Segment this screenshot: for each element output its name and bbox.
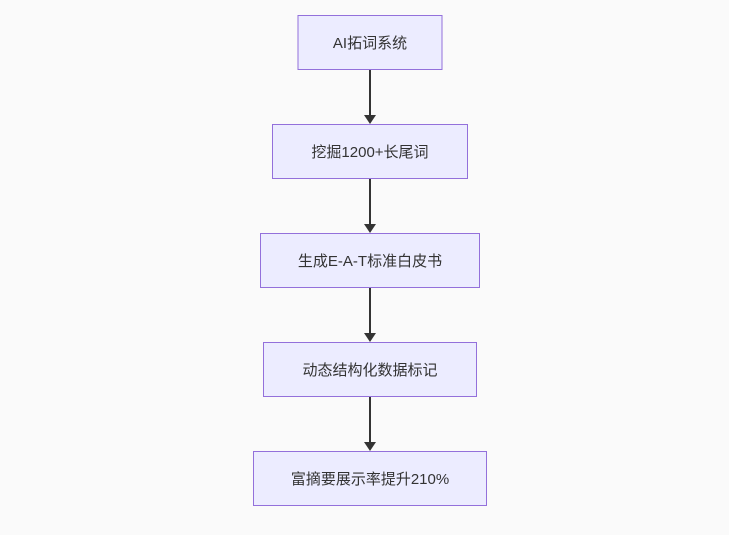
arrow-down-icon [364,115,376,124]
flow-arrow-1 [363,70,377,124]
node-longtail-keyword-mining: 挖掘1200+长尾词 [272,124,468,179]
node-rich-snippet-uplift: 富摘要展示率提升210% [253,451,487,506]
arrow-down-icon [364,442,376,451]
node-eat-whitepaper: 生成E-A-T标准白皮书 [260,233,480,288]
node-label: 动态结构化数据标记 [302,362,438,379]
edge-line [369,70,371,116]
edge-line [369,179,371,225]
flow-arrow-2 [363,179,377,233]
node-label: 富摘要展示率提升210% [290,471,450,488]
arrow-down-icon [364,224,376,233]
node-label: 挖掘1200+长尾词 [311,144,429,161]
flow-arrow-4 [363,397,377,451]
node-label: AI拓词系统 [332,35,408,52]
node-ai-keyword-system: AI拓词系统 [297,15,443,70]
flow-arrow-3 [363,288,377,342]
node-label: 生成E-A-T标准白皮书 [297,253,443,270]
arrow-down-icon [364,333,376,342]
edge-line [369,397,371,443]
node-structured-data-markup: 动态结构化数据标记 [263,342,477,397]
edge-line [369,288,371,334]
